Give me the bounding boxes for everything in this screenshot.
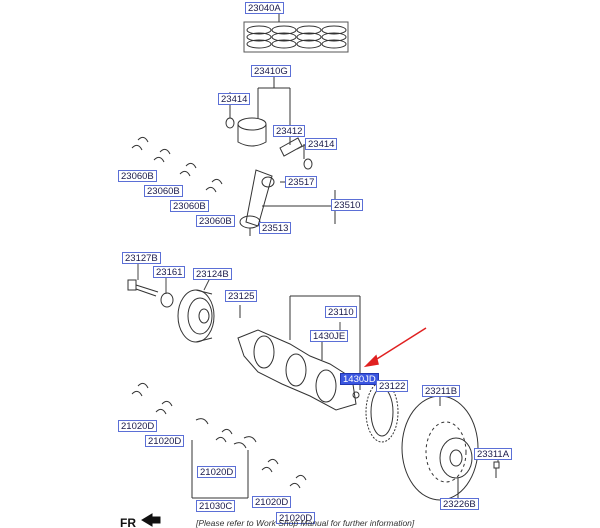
pulley-drawing — [127, 279, 241, 343]
part-label-21020D-1[interactable]: 21020D — [118, 420, 158, 432]
lower-bearing-shells-drawing — [131, 382, 307, 499]
part-label-23510[interactable]: 23510 — [331, 199, 364, 211]
part-label-23127B[interactable]: 23127B — [122, 252, 161, 264]
piston-drawing — [225, 75, 313, 170]
part-label-23412[interactable]: 23412 — [273, 125, 306, 137]
part-label-23211B[interactable]: 23211B — [422, 385, 461, 397]
part-label-23060B-4[interactable]: 23060B — [196, 215, 235, 227]
part-label-23122[interactable]: 23122 — [376, 380, 409, 392]
part-label-23060B-2[interactable]: 23060B — [144, 185, 183, 197]
part-label-23517[interactable]: 23517 — [285, 176, 318, 188]
part-label-23226B[interactable]: 23226B — [440, 498, 479, 510]
part-label-23060B-3[interactable]: 23060B — [170, 200, 209, 212]
front-arrow-icon — [141, 513, 161, 527]
part-label-21030C[interactable]: 21030C — [196, 500, 236, 512]
part-label-23125[interactable]: 23125 — [225, 290, 258, 302]
part-label-21020D-2[interactable]: 21020D — [145, 435, 185, 447]
part-label-23513[interactable]: 23513 — [259, 222, 292, 234]
part-label-21020D-3[interactable]: 21020D — [197, 466, 237, 478]
part-label-1430JE[interactable]: 1430JE — [310, 330, 349, 342]
part-label-21020D-5[interactable]: 21020D — [276, 512, 316, 524]
piston-rings-drawing — [243, 12, 349, 53]
part-label-23311A[interactable]: 23311A — [474, 448, 513, 460]
red-pointer-arrow-icon — [363, 327, 427, 368]
part-label-23410G[interactable]: 23410G — [251, 65, 291, 77]
part-label-23060B-1[interactable]: 23060B — [118, 170, 157, 182]
footer-note: [Please refer to Work Shop Manual for fu… — [196, 518, 415, 528]
part-label-23124B[interactable]: 23124B — [193, 268, 232, 280]
part-label-23110[interactable]: 23110 — [325, 306, 357, 318]
part-label-21020D-4[interactable]: 21020D — [252, 496, 292, 508]
part-label-23161[interactable]: 23161 — [153, 266, 186, 278]
upper-bearing-shells-drawing — [131, 136, 223, 193]
part-label-23414-b[interactable]: 23414 — [305, 138, 338, 150]
part-label-23040A[interactable]: 23040A — [245, 2, 284, 14]
front-direction-label: FR — [120, 516, 136, 528]
part-label-23414[interactable]: 23414 — [218, 93, 251, 105]
part-label-1430JD-highlighted[interactable]: 1430JD — [340, 373, 379, 385]
